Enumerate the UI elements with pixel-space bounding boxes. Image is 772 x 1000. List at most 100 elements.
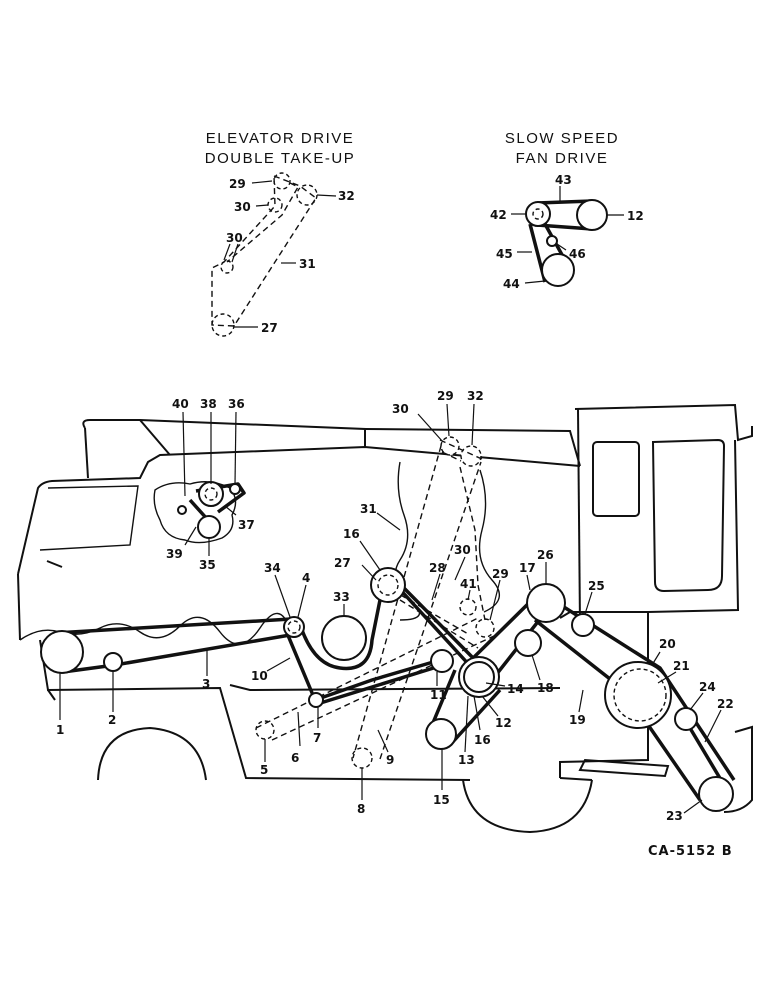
leader-10 [266,657,291,672]
handle-detail [46,560,63,568]
belt-3 [54,617,297,674]
pulley-8 [351,747,373,769]
label-46: 46 [569,247,586,261]
label-26: 26 [537,548,554,562]
belt-10 [285,632,441,702]
label-27: 27 [261,321,278,335]
leader-9 [377,729,389,753]
leader-37 [224,505,237,516]
label-29: 29 [229,177,246,191]
tank-top-edge [139,419,366,447]
pulley-44-fan [541,253,575,287]
leader-14 [485,682,506,687]
leader-6 [297,711,301,747]
cab-front [577,408,581,626]
label-32: 32 [338,189,355,203]
label-14: 14 [507,682,524,696]
label-8: 8 [357,802,365,816]
leader-23 [683,799,703,814]
pulley-34 [287,620,301,634]
pulley-24 [674,707,698,731]
pulley-39 [177,505,187,515]
pulley-27-main [377,574,399,596]
label-43: 43 [555,173,572,187]
leader-25 [584,591,593,615]
leader-29 [251,180,273,184]
rear-axle-cover [559,777,593,781]
label-1: 1 [56,723,64,737]
pulley-2 [103,652,123,672]
leader-4 [297,584,307,618]
frame-detail [47,689,56,701]
pulley-12-main [463,661,495,693]
label-42: 42 [490,208,507,222]
pulley-26 [526,583,566,623]
pulley-5 [255,720,275,740]
leader-20 [651,651,661,666]
leader-13 [464,695,469,753]
label-20: 20 [659,637,676,651]
leader-24 [689,692,704,711]
leader-28 [431,573,441,601]
label-31-main: 31 [360,502,377,516]
label-34: 34 [264,561,281,575]
pulley-29-lower [475,618,495,638]
cutaway-window-upper [153,481,237,544]
label-12-main: 12 [495,716,512,730]
label-7: 7 [313,731,321,745]
front-edge [17,573,21,641]
label-11: 11 [430,688,447,702]
leader-22 [704,709,722,743]
idler-46-fan [546,235,558,247]
label-32-main: 32 [467,389,484,403]
label-10: 10 [251,669,268,683]
label-41: 41 [460,577,477,591]
leader-41 [467,589,471,601]
fan-drive-inset: SLOW SPEED FAN DRIVE 43 42 12 45 46 44 [490,130,644,291]
pulley-21 [613,668,667,722]
pulley-38-hub [204,487,218,501]
label-35: 35 [199,558,216,572]
leader-21 [657,671,677,684]
fan-title-line2: FAN DRIVE [516,150,609,167]
label-2: 2 [108,713,116,727]
leader-27-main [361,564,377,581]
label-17: 17 [519,561,536,575]
label-9: 9 [386,753,394,767]
pulley-7 [308,692,324,708]
pulley-41-main [459,598,477,616]
label-37: 37 [238,518,255,532]
label-30-main: 30 [392,402,409,416]
main-belts [54,482,736,801]
label-27-main: 27 [334,556,351,570]
elevator-belt-29 [459,466,486,621]
drawing-code: CA-5152 B [648,844,733,859]
leader-30-lower [454,556,466,581]
label-5: 5 [260,763,268,777]
label-33: 33 [333,590,350,604]
leader-32 [316,194,337,197]
label-21: 21 [673,659,690,673]
label-16-lower: 16 [474,733,491,747]
leader-17 [526,574,531,591]
tank-extension-left [82,419,171,456]
pulley-42-hub [532,208,544,220]
pulley-36 [229,483,241,495]
label-13: 13 [458,753,475,767]
cab-window-side [651,438,726,593]
leader-29-lower [489,579,501,621]
elevator-belt-top [439,439,485,462]
main-pulleys [40,481,734,812]
leader-39 [184,526,197,546]
label-12: 12 [627,209,644,223]
pulley-32-main [460,445,482,467]
pulley-11 [430,649,454,673]
pulley-12-fan [576,199,608,231]
leader-18 [531,654,541,681]
hydraulic-cylinder [578,758,670,778]
elevator-belt-31 [211,175,317,327]
leader-30 [255,204,269,207]
lower-frame [39,639,471,781]
label-18: 18 [537,681,554,695]
